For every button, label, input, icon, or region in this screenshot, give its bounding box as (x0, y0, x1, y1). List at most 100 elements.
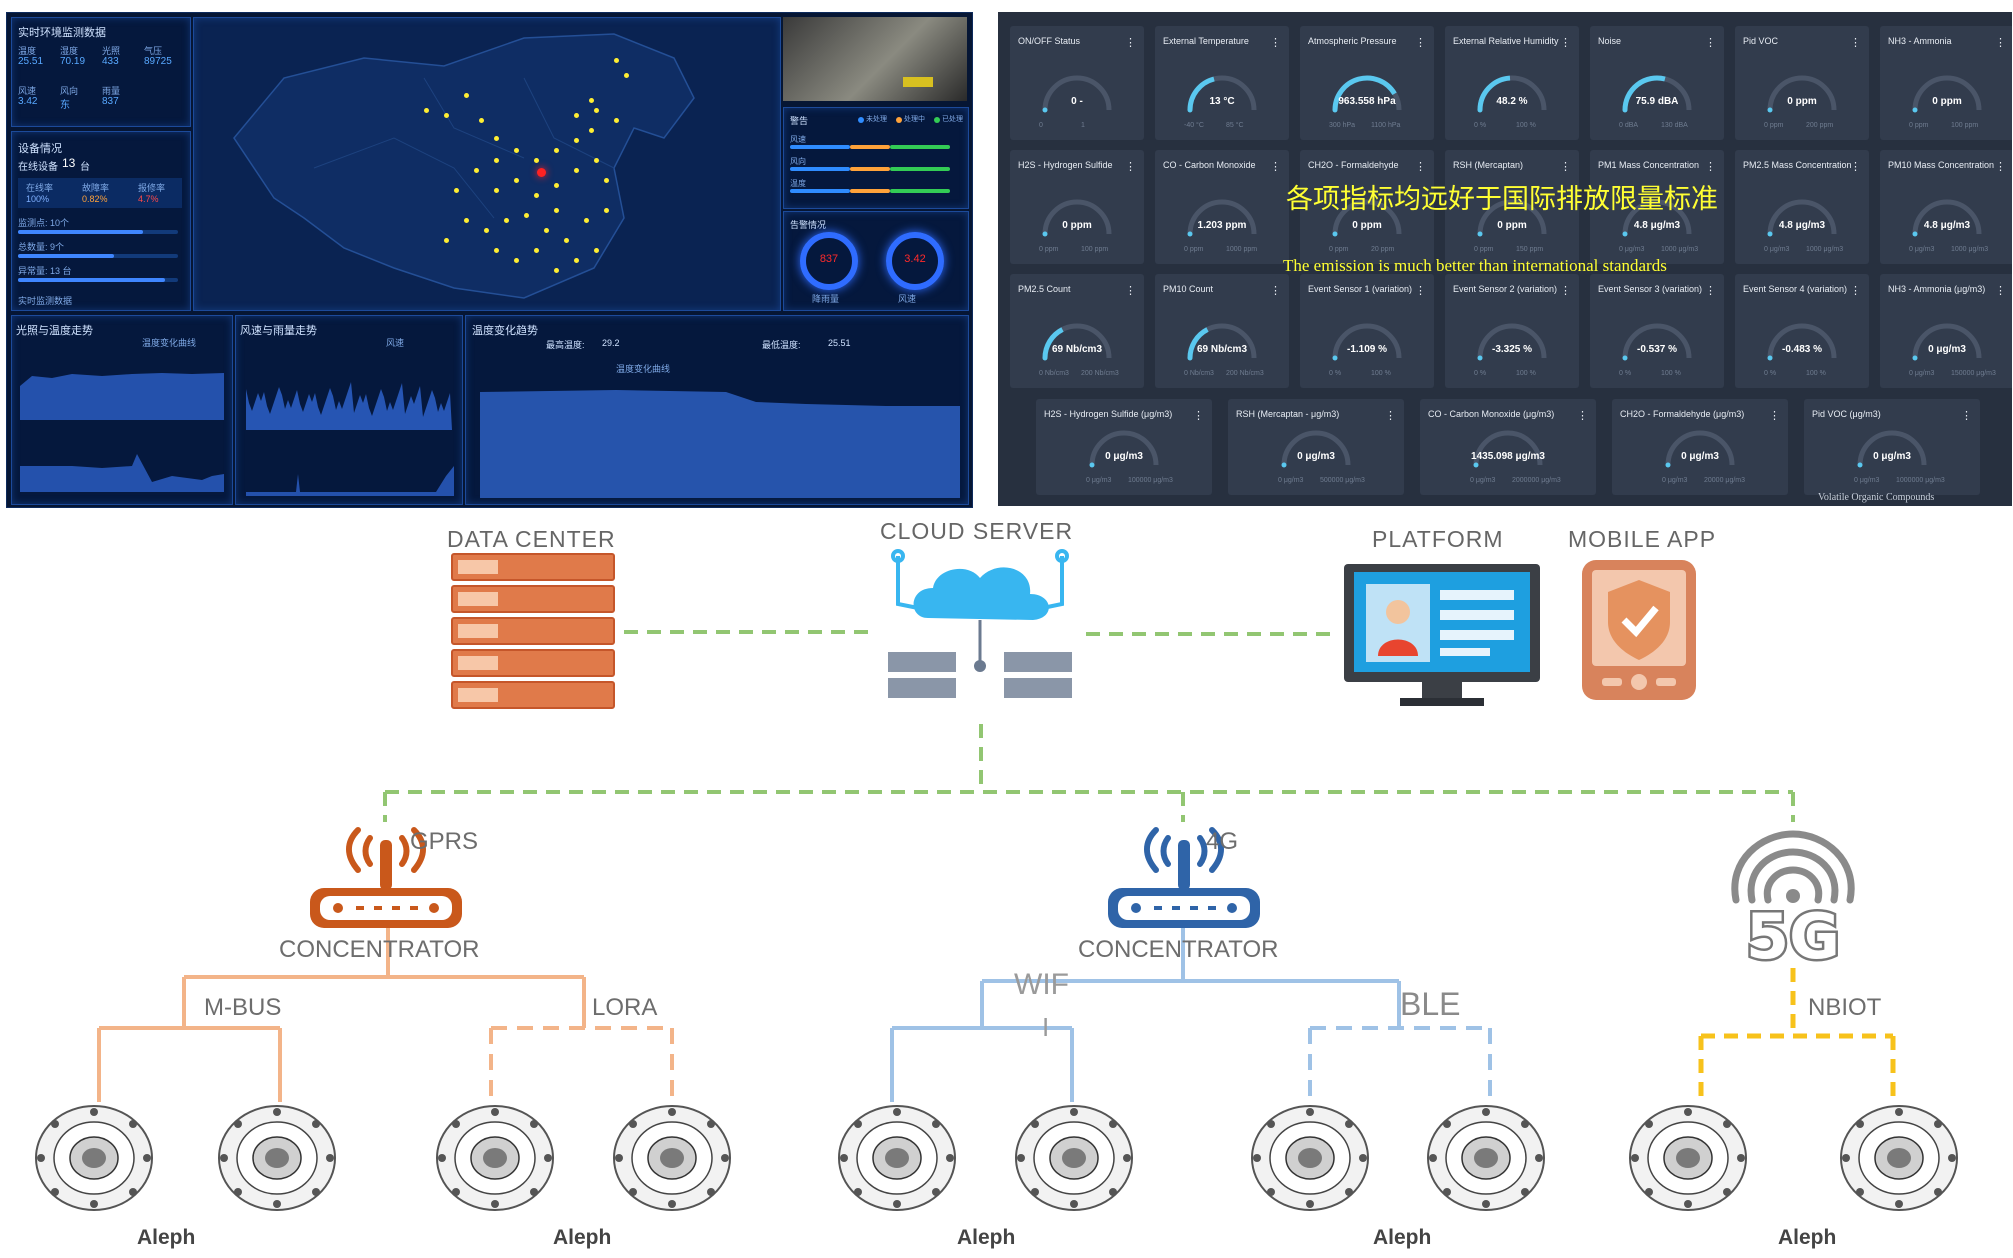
gauge-min: 0 ppm (1329, 246, 1349, 253)
gauge-track (1042, 75, 1112, 111)
alarm-bar-orange (850, 167, 890, 171)
alarm-bar-blue (790, 189, 850, 193)
kebab-menu-icon[interactable]: ⋮ (1961, 410, 1972, 422)
kebab-menu-icon[interactable]: ⋮ (1193, 410, 1204, 422)
gauge-fill (1622, 75, 1666, 111)
map-point (554, 183, 559, 188)
chart-title: 温度变化趋势 (472, 325, 538, 337)
gauge-track (1767, 323, 1837, 359)
metric-value: 89725 (144, 56, 172, 67)
gauge-min: 0 μg/m3 (1086, 477, 1112, 484)
network-lines (97, 630, 1896, 1102)
kebab-menu-icon[interactable]: ⋮ (1769, 410, 1780, 422)
kebab-menu-icon[interactable]: ⋮ (1995, 37, 2006, 49)
gauge-knob (1622, 107, 1628, 113)
map-point (589, 128, 594, 133)
gauge-value: 0 ppm (1497, 220, 1527, 231)
concentrator-2-label: CONCENTRATOR (1078, 936, 1279, 963)
gauge-knob (1473, 462, 1479, 468)
gauge-arc (1767, 199, 1837, 237)
kebab-menu-icon[interactable]: ⋮ (1415, 37, 1426, 49)
gauge-knob (1912, 355, 1918, 361)
gauge-track (1857, 430, 1927, 466)
gauge-card: Event Sensor 1 (variation)⋮-1.109 %0 %10… (1300, 274, 1434, 388)
gauge-value: 1435.098 μg/m3 (1471, 451, 1545, 462)
gauge-value: 0 μg/m3 (1928, 344, 1966, 355)
gauge-max: 1 (1081, 122, 1085, 129)
kebab-menu-icon[interactable]: ⋮ (1560, 161, 1571, 173)
kebab-menu-icon[interactable]: ⋮ (1705, 37, 1716, 49)
kebab-menu-icon[interactable]: ⋮ (1577, 410, 1588, 422)
gauge-card: CO - Carbon Monoxide (μg/m3)⋮1435.098 μg… (1420, 399, 1596, 495)
gauge-arc (1912, 199, 1982, 237)
kebab-menu-icon[interactable]: ⋮ (1560, 37, 1571, 49)
map-point (494, 158, 499, 163)
gauge-max: 200 Nb/cm3 (1226, 370, 1264, 377)
kebab-menu-icon[interactable]: ⋮ (1125, 285, 1136, 297)
max-temp-value: 29.2 (602, 338, 620, 348)
kebab-menu-icon[interactable]: ⋮ (1270, 37, 1281, 49)
gauge-value: -3.325 % (1491, 344, 1533, 355)
bar-label: 异常量: 13 台 (18, 266, 72, 276)
kebab-menu-icon[interactable]: ⋮ (1415, 285, 1426, 297)
gauge-max: 100 % (1516, 370, 1536, 377)
gauge-arc (1477, 75, 1547, 113)
kebab-menu-icon[interactable]: ⋮ (1415, 161, 1426, 173)
kebab-menu-icon[interactable]: ⋮ (1270, 285, 1281, 297)
kebab-menu-icon[interactable]: ⋮ (1850, 285, 1861, 297)
kebab-menu-icon[interactable]: ⋮ (1125, 161, 1136, 173)
map-point (514, 148, 519, 153)
kebab-menu-icon[interactable]: ⋮ (1705, 285, 1716, 297)
gauge-track (1089, 430, 1159, 466)
gauge-min: 0 Nb/cm3 (1039, 370, 1069, 377)
map-point (564, 238, 569, 243)
gauge-value: 4.8 μg/m3 (1923, 220, 1971, 231)
chart-light-temp-plot (20, 373, 224, 492)
video-thumbnail[interactable] (783, 17, 967, 101)
data-center-icon (448, 550, 618, 714)
gauge-knob (1332, 355, 1338, 361)
map-point (494, 248, 499, 253)
kebab-menu-icon[interactable]: ⋮ (1705, 161, 1716, 173)
gauge-value: 69 Nb/cm3 (1196, 344, 1248, 355)
kebab-menu-icon[interactable]: ⋮ (1560, 285, 1571, 297)
metric-value: 837 (102, 96, 119, 107)
aleph-sensor-icon (434, 1104, 556, 1212)
4g-label: 4G (1206, 828, 1239, 855)
alarm-row-label: 风向 (790, 157, 806, 166)
gprs-label: GPRS (410, 828, 479, 855)
gauge-min: 0 dBA (1619, 122, 1639, 129)
gauge-fill (1042, 327, 1064, 359)
bar-label: 总数量: 9个 (18, 242, 65, 252)
kebab-menu-icon[interactable]: ⋮ (1125, 37, 1136, 49)
kebab-menu-icon[interactable]: ⋮ (1385, 410, 1396, 422)
kebab-menu-icon[interactable]: ⋮ (1850, 161, 1861, 173)
gauge-track (1477, 323, 1547, 359)
gauge-knob (1187, 107, 1193, 113)
gauge-knob (1767, 107, 1773, 113)
gauge-fill (1187, 76, 1215, 111)
map-point (504, 218, 509, 223)
aleph-sensor-icon (1249, 1104, 1371, 1212)
gauge-track (1665, 430, 1735, 466)
kebab-menu-icon[interactable]: ⋮ (1995, 161, 2006, 173)
alert-point (537, 168, 546, 177)
map-point (604, 178, 609, 183)
kebab-menu-icon[interactable]: ⋮ (1995, 285, 2006, 297)
aleph-label: Aleph (1373, 1226, 1432, 1249)
gauge-track (1622, 199, 1692, 235)
max-temp-label: 最高温度: (546, 340, 585, 350)
alarm-bar-blue (790, 145, 850, 149)
gauge-value: 0 μg/m3 (1297, 451, 1335, 462)
aleph-sensor-icon (216, 1104, 338, 1212)
aleph-sensor-icon (33, 1104, 155, 1212)
kebab-menu-icon[interactable]: ⋮ (1270, 161, 1281, 173)
gauge-track (1912, 199, 1982, 235)
map-point (464, 93, 469, 98)
kebab-menu-icon[interactable]: ⋮ (1850, 37, 1861, 49)
mbus-label: M-BUS (204, 994, 282, 1021)
